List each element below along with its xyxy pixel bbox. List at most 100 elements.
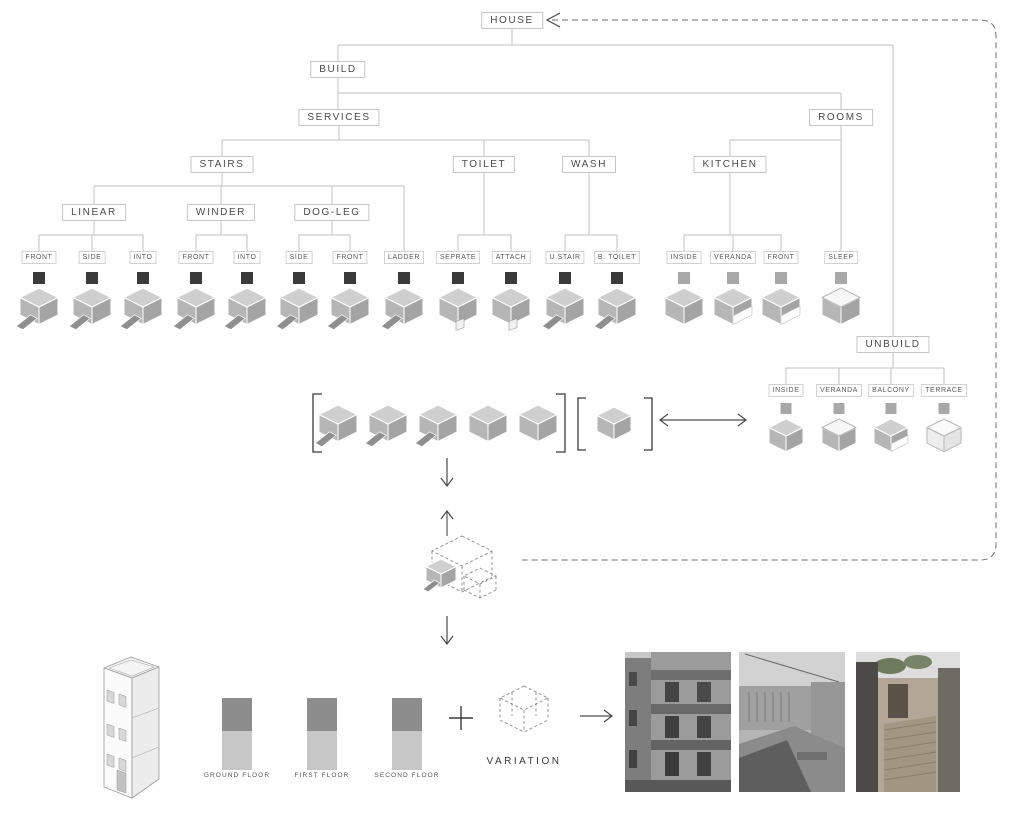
bar-second-floor [392, 698, 422, 770]
leaf-label-12-inside: INSIDE [666, 251, 702, 264]
isometric-cube-stair [422, 558, 457, 593]
site-photo-3 [856, 652, 960, 792]
node-kitchen: KITCHEN [693, 156, 767, 173]
isometric-cube-notch [761, 287, 801, 325]
isometric-cube-notch [713, 287, 753, 325]
category-marker-dark [559, 272, 571, 284]
leaf-label-10-u-stair: U.STAIR [545, 251, 585, 264]
leaf-label-0-front: FRONT [21, 251, 57, 264]
unbuild-leaf-label-inside: INSIDE [768, 384, 804, 397]
double-arrow-icon [659, 413, 747, 427]
node-rooms: ROOMS [809, 109, 873, 126]
isometric-cube-open [821, 418, 857, 453]
feedback-loop [522, 12, 997, 561]
isometric-cube-stair [314, 404, 358, 448]
bar-label-second-floor: SECOND FLOOR [374, 772, 440, 779]
variation-label: VARIATION [486, 756, 562, 767]
node-stairs: STAIRS [190, 156, 254, 173]
right-arrow-icon [580, 709, 613, 723]
exploded-outline-2 [462, 567, 498, 599]
isometric-cube-stair [223, 287, 267, 331]
category-marker-dark [190, 272, 202, 284]
node-house: HOUSE [481, 12, 543, 29]
isometric-cube-plain [468, 404, 508, 442]
category-marker-light [885, 403, 897, 414]
category-marker-dark [452, 272, 464, 284]
isometric-cube-plain [518, 404, 558, 442]
node-unbuild: UNBUILD [856, 336, 930, 353]
leaf-label-15-sleep: SLEEP [824, 251, 858, 264]
isometric-cube-notch [873, 418, 909, 453]
node-toilet: TOILET [452, 156, 516, 173]
node-wash: WASH [561, 156, 617, 173]
photo-2-content [739, 652, 845, 792]
photo-3-image [856, 652, 960, 792]
isometric-cube-stair [414, 404, 458, 448]
photo-2-image [739, 652, 845, 792]
isometric-cube-plain [768, 418, 804, 453]
category-marker-dark [293, 272, 305, 284]
leaf-label-2-into: INTO [129, 251, 157, 264]
down-arrow-icon-2 [440, 616, 454, 645]
isometric-cube-stub [438, 287, 478, 331]
site-photo-2 [739, 652, 845, 792]
isometric-cube-stair [275, 287, 319, 331]
down-arrow-icon-1 [440, 458, 454, 487]
isometric-cube-stair [380, 287, 424, 331]
bar-first-floor [307, 698, 337, 770]
isometric-cube-white [926, 418, 962, 453]
category-marker-light [775, 272, 787, 284]
isometric-cube-stair [172, 287, 216, 331]
leaf-label-13-veranda: VERANDA [709, 251, 757, 264]
isometric-cube-open [821, 287, 861, 325]
isometric-cube-stair [364, 404, 408, 448]
category-marker-dark [86, 272, 98, 284]
leaf-label-9-attach: ATTACH [491, 251, 531, 264]
isometric-cube-stair [326, 287, 370, 331]
bar-label-first-floor: FIRST FLOOR [294, 772, 350, 779]
category-marker-light [727, 272, 739, 284]
photo-1-content [625, 652, 731, 792]
assembly-diagram [422, 510, 498, 599]
bar-label-ground-floor: GROUND FLOOR [203, 772, 271, 779]
isometric-cube-plain [596, 406, 632, 441]
unbuild-leaf-label-veranda: VERANDA [815, 384, 863, 397]
unbuild-leaf-label-terrace: TERRACE [921, 384, 967, 397]
site-photo-1 [625, 652, 731, 792]
isometric-cube-stair [15, 287, 59, 331]
category-marker-dark [505, 272, 517, 284]
tree-connectors [38, 29, 945, 384]
leaf-label-5-side: SIDE [285, 251, 313, 264]
node-services: SERVICES [298, 109, 380, 126]
isometric-cube-plain [664, 287, 704, 325]
category-marker-dark [33, 272, 45, 284]
isometric-cube-stair [541, 287, 585, 331]
isometric-cube-stub [491, 287, 531, 331]
category-marker-light [780, 403, 792, 414]
category-marker-light [833, 403, 845, 414]
isometric-cube-stair [593, 287, 637, 331]
leaf-label-4-into: INTO [233, 251, 261, 264]
plus-icon [449, 706, 473, 730]
variation-cube [498, 685, 550, 733]
unbuild-leaf-label-balcony: BALCONY [868, 384, 914, 397]
node-linear: LINEAR [62, 204, 126, 221]
isometric-cube-stair [119, 287, 163, 331]
photo-1-image [625, 652, 731, 792]
leaf-label-3-front: FRONT [178, 251, 214, 264]
isometric-cube-stair [68, 287, 112, 331]
building-axonometric [103, 656, 160, 799]
bar-ground-floor [222, 698, 252, 770]
category-marker-dark [398, 272, 410, 284]
category-marker-light [678, 272, 690, 284]
category-marker-dark [611, 272, 623, 284]
leaf-label-7-ladder: LADDER [384, 251, 424, 264]
leaf-label-6-front: FRONT [332, 251, 368, 264]
node-winder: WINDER [186, 204, 256, 221]
leaf-label-8-seprate: SEPRATE [435, 251, 481, 264]
leaf-label-11-b-toilet: B. TOILET [593, 251, 641, 264]
leaf-label-1-side: SIDE [78, 251, 106, 264]
photo-3-content [856, 652, 960, 792]
